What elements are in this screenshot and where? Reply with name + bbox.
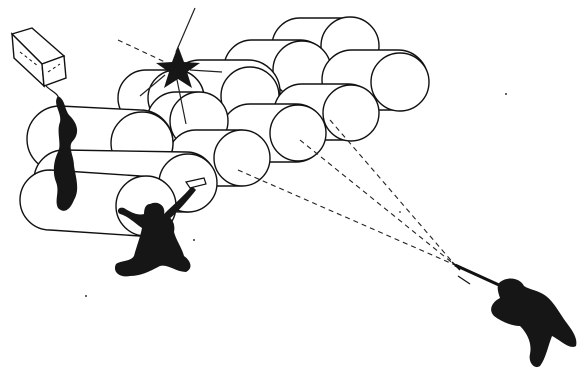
ray <box>176 8 195 52</box>
ray <box>118 40 165 62</box>
tilted-box <box>12 28 66 100</box>
pointing-figure <box>452 262 576 367</box>
